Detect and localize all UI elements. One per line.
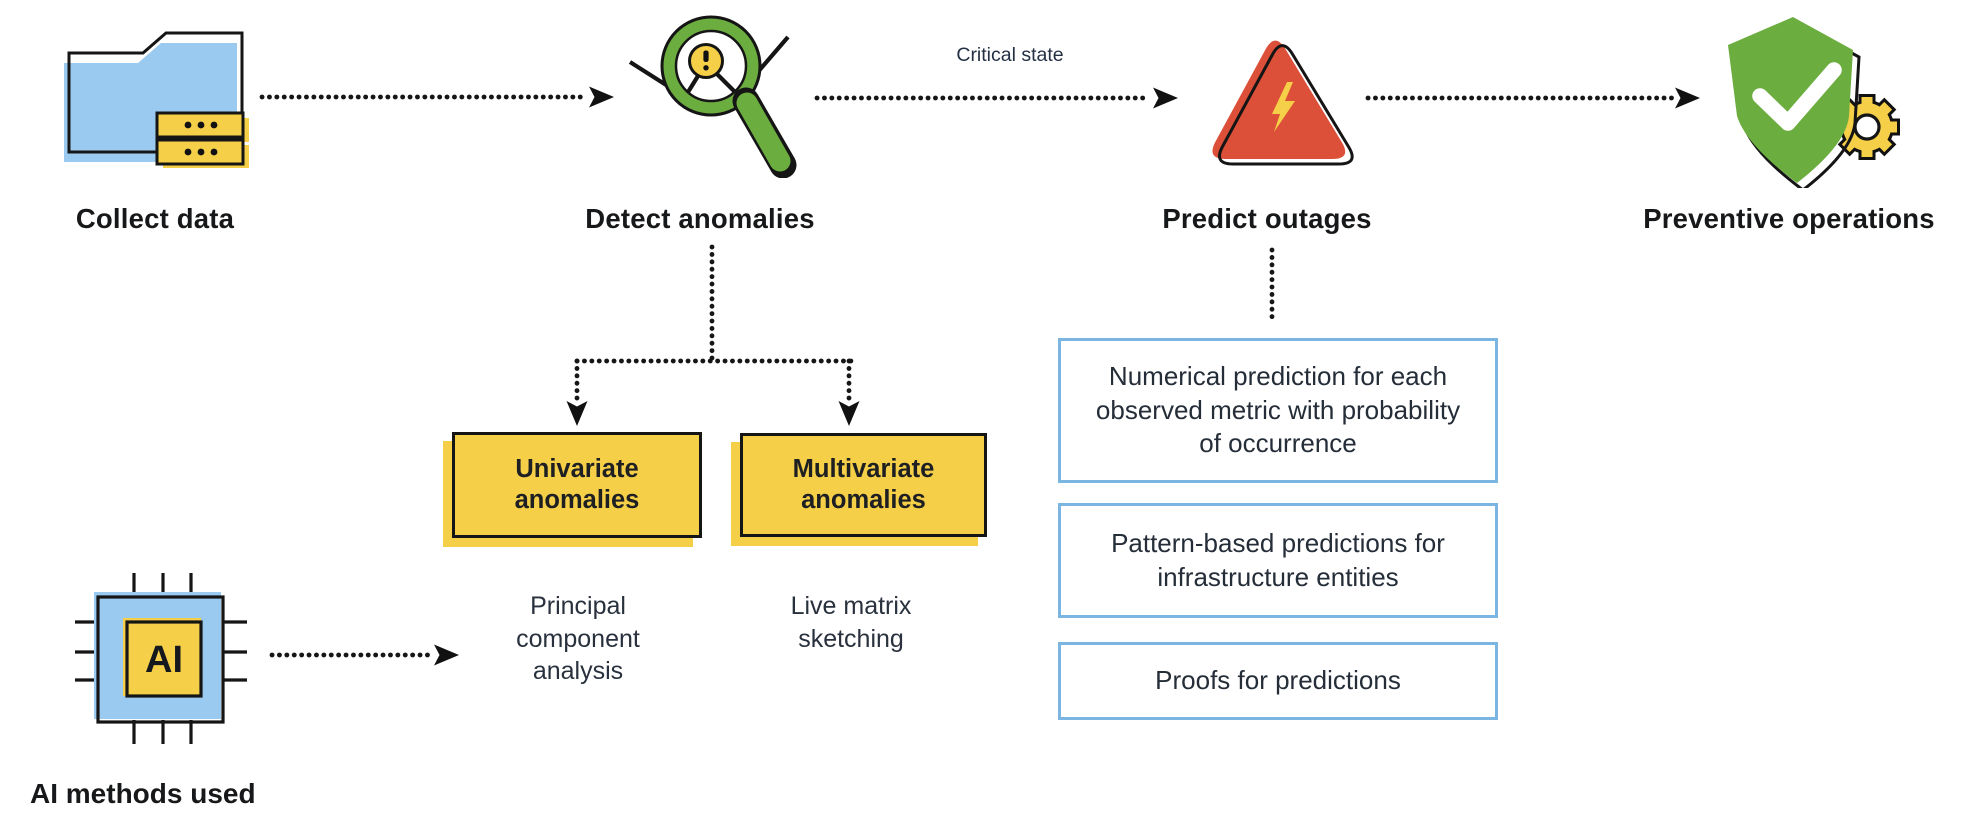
prediction-output-box-proofs: Proofs for predictions [1058, 642, 1498, 720]
multivariate-anomalies-box: Multivariate anomalies [731, 433, 987, 546]
ai-methods-caption: AI methods used [30, 778, 256, 809]
univariate-anomalies-box: Univariate anomalies [443, 432, 702, 547]
prediction-output-text: Proofs for predictions [1155, 665, 1401, 696]
gear-icon [1834, 94, 1900, 160]
prediction-output-box-pattern: Pattern-based predictions for infrastruc… [1058, 503, 1498, 618]
arrow-detect-to-predict [814, 87, 1178, 109]
exclamation-badge-icon [688, 43, 724, 79]
univariate-anomalies-label: Univariate anomalies [514, 454, 640, 514]
step-label-collect-data: Collect data [75, 203, 235, 234]
multivariate-anomalies-label: Multivariate anomalies [792, 454, 935, 514]
shield-check-gear-icon [1728, 17, 1900, 188]
arrow-ai-to-methods [269, 644, 459, 666]
prediction-output-text: Numerical prediction for each observed m… [1095, 360, 1461, 459]
server-dots [184, 121, 218, 156]
step-label-predict-outages: Predict outages [1162, 203, 1372, 234]
arrow-predict-to-preventive [1365, 87, 1700, 109]
method-live-matrix-sketching: Live matrix sketching [790, 592, 912, 653]
step-label-detect-anomalies: Detect anomalies [585, 203, 815, 234]
lightning-bolt-icon [1272, 82, 1295, 132]
step-label-preventive-operations: Preventive operations [1643, 203, 1935, 234]
ai-chip-text: AI [145, 639, 183, 681]
method-principal-component-analysis: Principal component analysis [516, 592, 640, 685]
arrow-collect-to-detect [259, 86, 614, 108]
anomaly-magnifier-icon [628, 15, 797, 178]
detect-branch-connector [566, 244, 860, 426]
check-icon [1752, 62, 1842, 131]
chip-pins [75, 573, 247, 744]
outage-warning-triangle-icon [1212, 40, 1354, 166]
ai-chip-icon: AI [75, 573, 247, 744]
prediction-output-text: Pattern-based predictions for infrastruc… [1111, 527, 1445, 592]
prediction-output-box-numerical: Numerical prediction for each observed m… [1058, 338, 1498, 483]
critical-state-edge-label: Critical state [956, 44, 1064, 66]
data-folder-icon [64, 31, 249, 168]
